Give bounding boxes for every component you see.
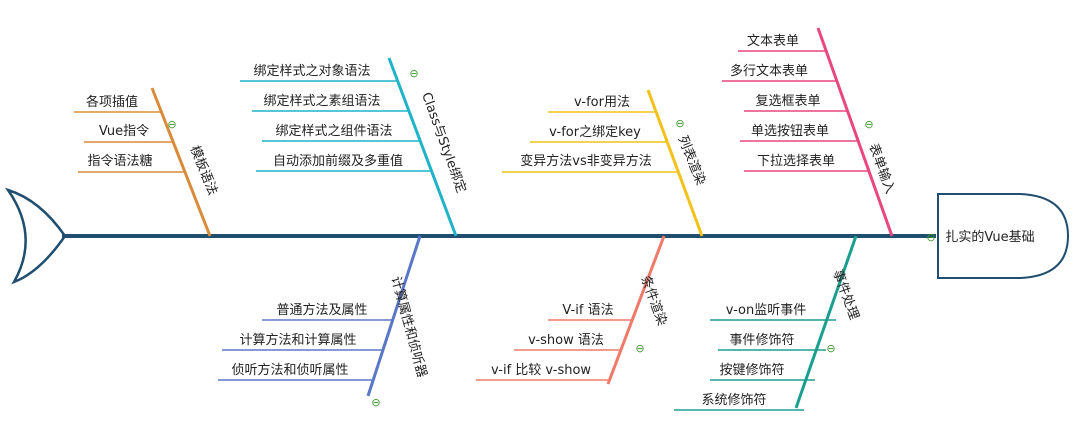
fish-head[interactable]: [937, 193, 1070, 279]
branch-label: Class与Style绑定: [418, 91, 468, 196]
sub-item: v-for用法: [574, 95, 630, 110]
branch-class-style-binding[interactable]: Class与Style绑定 ⊖ 绑定样式之对象语法 绑定样式之素组语法 绑定样式…: [240, 57, 468, 237]
branch-computed-watchers[interactable]: 计算属性和侦听器 ⊖ 普通方法及属性 计算方法和计算属性 侦听方法和侦听属性: [218, 235, 429, 409]
branch-template-syntax[interactable]: 模板语法 ⊖ 各项插值 Vue指令 指令语法糖: [74, 87, 220, 237]
sub-item: 下拉选择表单: [757, 154, 835, 169]
sub-item: 多行文本表单: [730, 63, 808, 79]
sub-item: 绑定样式之素组语法: [263, 94, 380, 109]
branch-label: 表单输入: [865, 141, 898, 195]
branch-collapse-icon[interactable]: ⊖: [826, 342, 835, 355]
sub-item: V-if 语法: [562, 303, 613, 318]
branch-bone: [387, 57, 458, 237]
branch-collapse-icon[interactable]: ⊖: [409, 67, 418, 80]
sub-item: v-show 语法: [528, 333, 604, 348]
sub-item: 绑定样式之对象语法: [253, 64, 370, 79]
branch-bone: [606, 235, 666, 385]
branch-bone: [794, 235, 858, 409]
sub-item: v-if 比较 v-show: [491, 363, 591, 378]
sub-item: 变异方法vs非变异方法: [520, 153, 651, 169]
sub-item: 系统修饰符: [701, 392, 766, 408]
sub-item: 文本表单: [747, 34, 799, 49]
branch-collapse-icon[interactable]: ⊖: [167, 118, 176, 131]
branch-bone: [646, 89, 704, 237]
branch-bone: [816, 27, 894, 237]
branch-collapse-icon[interactable]: ⊖: [371, 396, 380, 409]
branch-collapse-icon[interactable]: ⊖: [864, 118, 873, 131]
sub-item: v-for之绑定key: [549, 125, 641, 140]
branch-bone: [366, 235, 422, 397]
branch-conditional-rendering[interactable]: 条件渲染 ⊖ V-if 语法 v-show 语法 v-if 比较 v-show: [476, 235, 670, 385]
head-label: 扎实的Vue基础: [945, 229, 1034, 245]
head-collapse-icon[interactable]: ⊖: [926, 231, 935, 244]
branch-list-rendering[interactable]: 列表渲染 ⊖ v-for用法 v-for之绑定key 变异方法vs非变异方法: [502, 89, 708, 237]
sub-item: 绑定样式之组件语法: [275, 124, 392, 139]
branch-label: 计算属性和侦听器: [388, 275, 429, 379]
sub-item: 侦听方法和侦听属性: [231, 362, 348, 378]
branch-collapse-icon[interactable]: ⊖: [675, 117, 684, 130]
branch-label: 条件渲染: [637, 273, 670, 327]
sub-item: 计算方法和计算属性: [239, 332, 356, 348]
fish-tail: [4, 187, 67, 285]
sub-item: 指令语法糖: [87, 153, 152, 169]
sub-item: Vue指令: [99, 124, 149, 139]
branch-collapse-icon[interactable]: ⊖: [635, 342, 644, 355]
branch-form-input[interactable]: 表单输入 ⊖ 文本表单 多行文本表单 复选框表单 单选按钮表单 下拉选择表单: [722, 27, 898, 237]
sub-item: 各项插值: [86, 94, 138, 110]
sub-item: 自动添加前缀及多重值: [273, 153, 403, 169]
sub-item: 事件修饰符: [729, 332, 794, 348]
sub-item: 单选按钮表单: [751, 124, 829, 139]
sub-item: 按键修饰符: [719, 362, 784, 378]
sub-item: v-on监听事件: [726, 303, 806, 318]
branch-event-handling[interactable]: 事件处理 ⊖ v-on监听事件 事件修饰符 按键修饰符 系统修饰符: [674, 235, 861, 411]
sub-item: 复选框表单: [755, 94, 820, 109]
sub-item: 普通方法及属性: [276, 302, 367, 318]
